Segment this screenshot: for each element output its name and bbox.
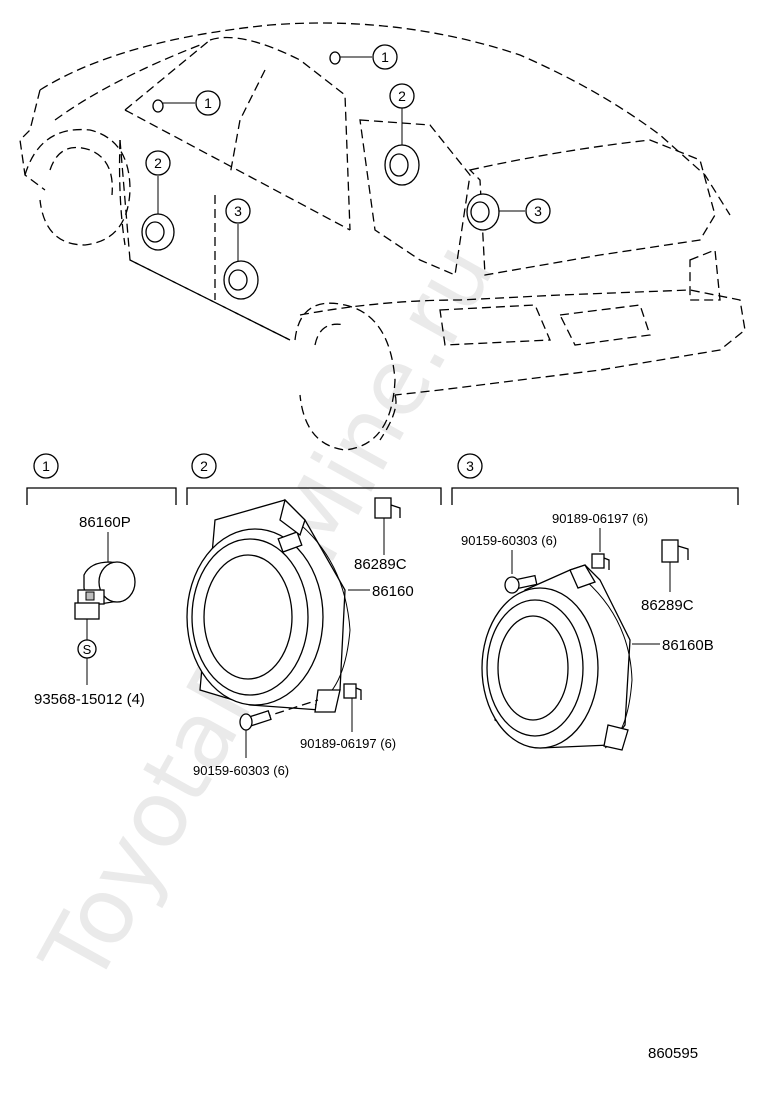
callout-label: 3 [534, 203, 542, 219]
speaker-86160B-icon [481, 564, 633, 751]
clip-86289C-icon [374, 497, 401, 519]
part-86160B-label: 86160B [662, 637, 714, 654]
callout-label: 1 [381, 49, 389, 65]
group-1: 86160P S 93568-15012 (4) [34, 514, 145, 708]
svg-text:S: S [83, 642, 92, 657]
group-3: 90189-06197 (6) 90159-60303 (6) 86289C [461, 511, 714, 751]
part-93568-15012-label: 93568-15012 (4) [34, 691, 145, 708]
rear-tweeter-speaker-icon [466, 193, 525, 231]
bolt-icon [504, 574, 538, 594]
sensor-icon [74, 561, 136, 620]
callout-circle [372, 44, 398, 70]
section-headers: 1 2 3 [26, 453, 739, 505]
group-1-number: 1 [42, 458, 50, 474]
part-90189-06197-label-2: 90189-06197 (6) [300, 736, 396, 751]
group-3-bracket [451, 487, 739, 505]
speaker-86160-icon [186, 498, 351, 713]
group-2-number: 2 [200, 458, 208, 474]
part-86289C-label-3: 86289C [641, 597, 694, 614]
group-2-bracket [186, 487, 442, 505]
part-90189-06197-label-3: 90189-06197 (6) [552, 511, 648, 526]
part-90159-60303-label-3: 90159-60303 (6) [461, 533, 557, 548]
group-2: 86289C 86160 90189-06197 (6) 90159-60303… [186, 497, 414, 778]
nut-icon [343, 683, 362, 700]
roof-sensor-icon [329, 51, 372, 65]
callout-circle [145, 150, 171, 176]
part-86160-label: 86160 [372, 583, 414, 600]
diagram-code: 860595 [648, 1045, 698, 1062]
front-tweeter-speaker-icon [223, 224, 259, 300]
front-door-speaker-icon [141, 176, 175, 251]
callout-label: 2 [398, 88, 406, 104]
callout-circle [225, 198, 251, 224]
front-sensor-icon [152, 99, 195, 113]
callout-circle [195, 90, 221, 116]
part-86289C-label-2: 86289C [354, 556, 407, 573]
part-90159-60303-label-2: 90159-60303 (6) [193, 763, 289, 778]
car-callouts: 1 1 2 2 3 3 [145, 44, 551, 224]
callout-label: 3 [234, 203, 242, 219]
part-86160P-label: 86160P [79, 514, 131, 531]
clip-86289C-icon [661, 539, 689, 563]
nut-icon [591, 553, 610, 570]
callout-circle [525, 198, 551, 224]
car-installed-parts [141, 51, 525, 300]
car-outline [19, 22, 746, 451]
callout-circle [389, 83, 415, 109]
group-1-bracket [26, 487, 177, 505]
callout-label: 2 [154, 155, 162, 171]
callout-label: 1 [204, 95, 212, 111]
group-3-number: 3 [466, 458, 474, 474]
rear-door-speaker-icon [384, 108, 420, 186]
